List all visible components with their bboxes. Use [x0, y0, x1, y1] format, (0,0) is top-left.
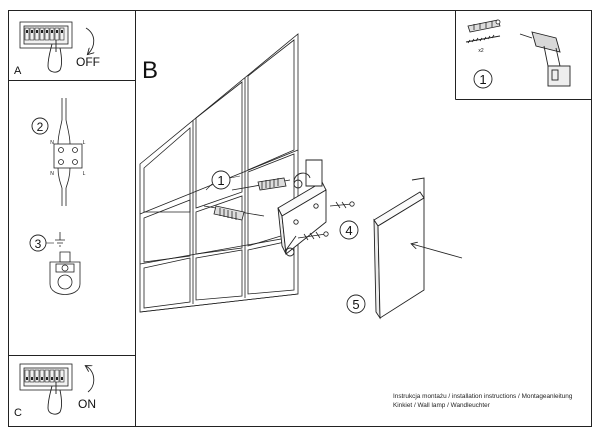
neutral-label-bottom: N [50, 171, 54, 177]
step-marker-screw [339, 220, 359, 240]
footer-subtitle: Kinkiet / Wall lamp / Wandleuchter [393, 402, 490, 409]
wall-plug-icon [467, 19, 501, 33]
step-number-tools: 1 [479, 72, 486, 87]
panel-a-action: OFF [76, 55, 100, 69]
panel-b-letter: B [142, 57, 158, 84]
step-number-anchor: 1 [217, 173, 224, 188]
step-marker-wiring [31, 117, 49, 135]
wall-tiles [139, 33, 299, 313]
tools-panel [465, 19, 571, 87]
panel-c-action: ON [78, 397, 96, 411]
footer-title: Instrukcja montażu / installation instru… [393, 393, 573, 400]
wall-anchors [203, 177, 291, 221]
step-marker-cover [346, 294, 366, 314]
switch-down-arrow-icon [85, 27, 94, 54]
tools-quantity: x2 [478, 48, 484, 54]
mounting-plate [277, 159, 327, 257]
footer-caption: Instrukcja montażu / installation instru… [393, 392, 572, 410]
panel-c-switch-on [19, 363, 95, 415]
hand-icon [47, 382, 62, 415]
panel-c-letter: C [14, 407, 22, 419]
step-leaders [46, 175, 241, 244]
ground-symbol-icon [55, 232, 65, 247]
wiring-terminal-diagram [53, 98, 83, 206]
step-marker-anchor [211, 170, 231, 190]
step-marker-tools [473, 69, 493, 89]
step-number-cover: 5 [352, 297, 359, 312]
step-number-wiring: 2 [37, 120, 44, 134]
neutral-label-top: N [50, 140, 54, 146]
panel-a-switch-off [19, 21, 94, 73]
switch-up-arrow-icon [86, 366, 95, 393]
live-label-top: L [83, 140, 86, 146]
drill-icon [519, 31, 571, 87]
breaker-box-icon [19, 363, 73, 391]
mounting-screws [297, 201, 355, 241]
step-markers [29, 69, 493, 314]
page-frame [8, 10, 592, 427]
lamp-cover [373, 177, 425, 320]
ground-clamp-diagram [49, 232, 81, 295]
step-number-screw: 4 [345, 223, 352, 238]
hand-icon [47, 40, 62, 73]
panel-a-letter: A [14, 65, 22, 77]
step-number-ground: 3 [35, 237, 42, 251]
screw-icon [465, 34, 501, 44]
cover-direction-arrow-icon [412, 244, 463, 259]
breaker-box-icon [19, 21, 73, 49]
live-label-bottom: L [83, 171, 86, 177]
